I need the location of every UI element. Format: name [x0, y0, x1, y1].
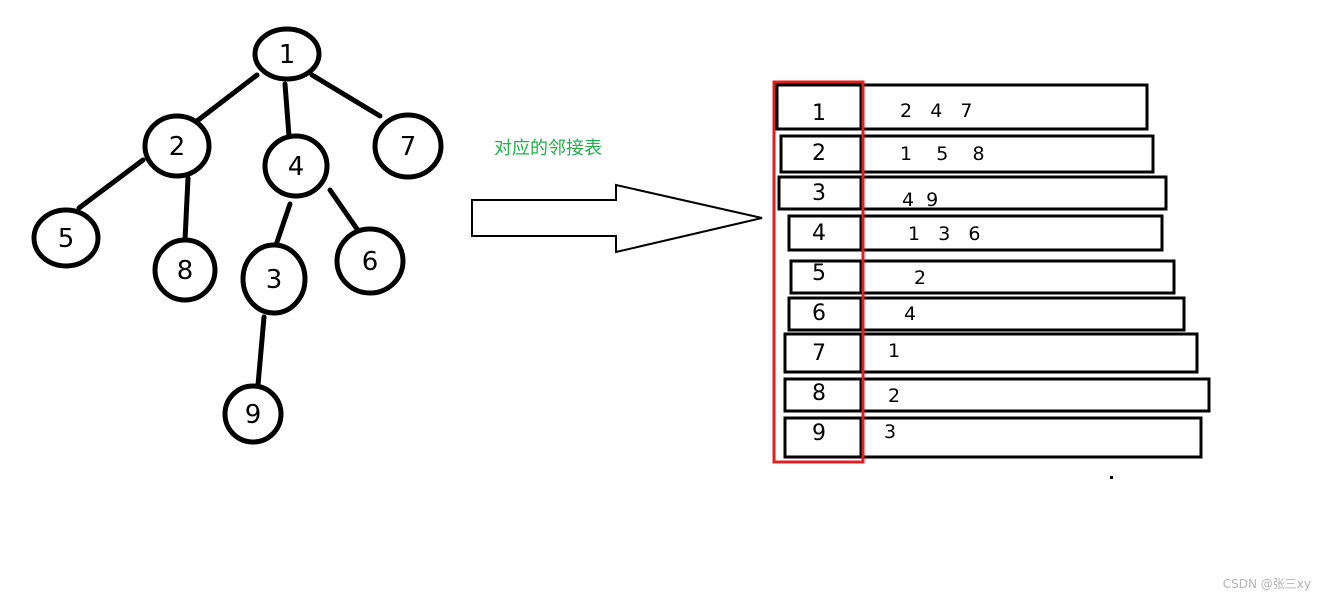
neighbor-list-box: [859, 214, 1164, 252]
stray-dot: [1110, 476, 1113, 479]
key-cell: [783, 377, 863, 413]
tree-edge-1-2: [194, 72, 260, 124]
tree-node-label: 3: [266, 265, 283, 295]
tree-edge-2-5: [76, 157, 146, 211]
tree-node-6: 6: [334, 226, 406, 296]
adjacency-list-caption: 对应的邻接表: [494, 138, 602, 159]
tree-node-label: 7: [400, 132, 417, 162]
tree-node-3: 3: [240, 242, 308, 316]
neighbor-list-box: [859, 259, 1176, 295]
key-label: 5: [812, 261, 826, 286]
adjacency-row-1: 1 2 4 7: [775, 83, 1149, 131]
tree-node-8: 8: [152, 237, 218, 303]
key-cell: [787, 214, 863, 252]
tree-edge-2-8: [182, 175, 191, 243]
key-cell: [783, 332, 863, 374]
neighbor-list-box: [859, 296, 1186, 332]
tree-node-7: 7: [372, 112, 444, 180]
key-label: 2: [812, 141, 826, 166]
tree-node-label: 6: [362, 247, 379, 277]
key-cell: [787, 296, 863, 332]
key-cell: [783, 416, 863, 459]
key-label: 6: [812, 301, 826, 326]
tree-node-label: 4: [288, 152, 305, 182]
key-cell: [777, 175, 863, 211]
tree-edges: [76, 72, 383, 388]
right-arrow-icon: [471, 183, 763, 254]
neighbor-labels: 4: [904, 303, 916, 325]
tree-edge-1-7: [309, 72, 383, 119]
tree-node-4: 4: [262, 133, 330, 199]
key-label: 7: [812, 341, 826, 366]
key-label: 1: [812, 101, 826, 126]
key-cell: [789, 259, 863, 295]
tree-edge-1-4: [282, 81, 292, 139]
neighbor-list-box: [859, 377, 1211, 413]
tree-node-9: 9: [222, 383, 284, 445]
tree-node-label: 8: [177, 256, 194, 286]
neighbor-labels: 4 9: [902, 189, 938, 211]
tree-node-2: 2: [142, 113, 212, 179]
tree-node-label: 5: [58, 224, 75, 254]
tree-edge-4-3: [273, 201, 293, 248]
key-label: 4: [812, 221, 826, 246]
adjacency-row-2: 2 1 5 8: [779, 134, 1155, 174]
key-label: 8: [812, 381, 826, 406]
tree-node-5: 5: [31, 207, 101, 269]
neighbor-labels: 2: [888, 385, 900, 407]
tree-edge-3-9: [255, 314, 267, 388]
neighbor-list-box: [859, 332, 1199, 374]
adjacency-row-3: 3 4 9: [777, 175, 1168, 211]
tree-node-label: 9: [245, 400, 262, 430]
key-column-highlight: [772, 80, 865, 464]
neighbor-labels: 1 3 6: [908, 223, 981, 245]
neighbor-labels: 1: [888, 340, 900, 362]
neighbor-list-box: [859, 175, 1168, 211]
adjacency-row-4: 4 1 3 6: [787, 214, 1164, 252]
key-cell: [775, 83, 863, 131]
key-label: 9: [812, 421, 826, 446]
tree-node-label: 2: [169, 132, 186, 162]
tree-nodes: 1 2 4 7 5 8 3 6 9: [31, 26, 444, 445]
key-label: 3: [812, 181, 826, 206]
neighbor-labels: 2: [914, 267, 926, 289]
watermark: CSDN @张三xy: [1222, 577, 1311, 591]
tree-node-1: 1: [252, 26, 322, 82]
neighbor-labels: 3: [884, 421, 896, 443]
key-cell: [779, 134, 863, 174]
tree-edge-4-6: [327, 187, 360, 232]
neighbor-labels: 2 4 7: [900, 100, 973, 122]
neighbor-labels: 1 5 8: [900, 143, 985, 165]
tree-node-label: 1: [279, 40, 296, 70]
neighbor-list-box: [859, 416, 1203, 459]
